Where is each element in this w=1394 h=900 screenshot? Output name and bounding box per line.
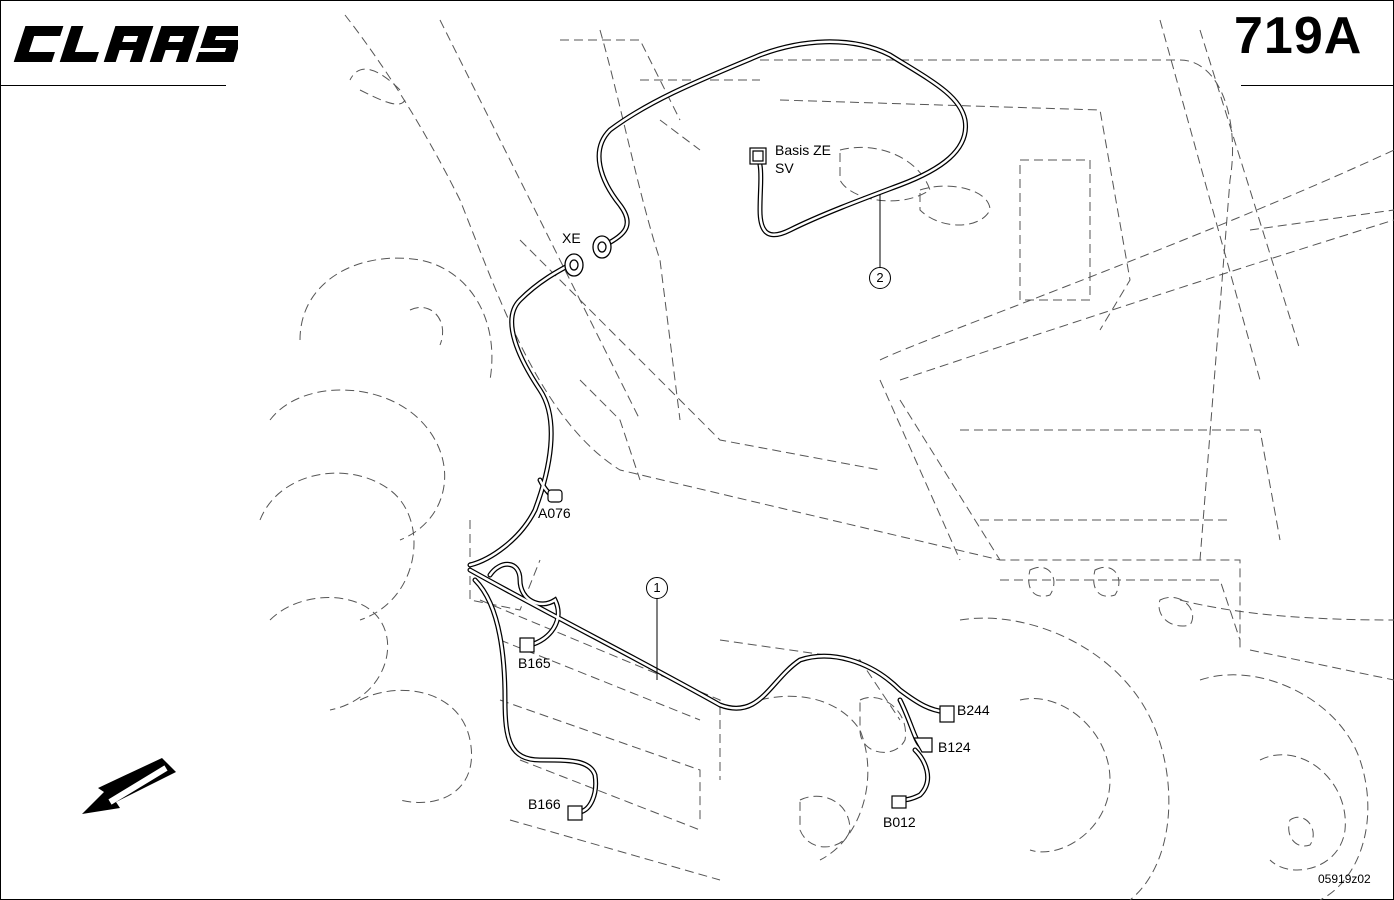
connector-b124 [912,737,933,753]
leader-lines [656,195,881,680]
claas-logo [13,26,238,62]
harness-1-core [468,260,947,814]
header-rule-left [0,85,226,86]
machine-outline [259,14,1394,900]
connector-b165 [519,637,535,653]
callout-1: 1 [646,577,668,599]
header-rule-right [1241,85,1394,86]
connector-b244 [939,705,955,723]
label-sv: SV [775,160,794,176]
arrow-down-left-icon [82,758,176,814]
harness-1 [467,259,948,815]
connector-xe [564,235,612,277]
label-b124: B124 [938,739,971,755]
label-b244: B244 [957,702,990,718]
connector-b166 [567,805,583,821]
label-a076: A076 [538,505,571,521]
label-b166: B166 [528,796,561,812]
label-xe: XE [562,230,581,246]
callout-2: 2 [869,267,891,289]
page-code: 719A [1234,7,1363,65]
connector-basis-ze [749,147,767,165]
drawing-number: 05919z02 [1318,872,1371,886]
connector-a076 [547,489,563,503]
label-b012: B012 [883,814,916,830]
connector-b012 [891,795,907,809]
harness-2-core [597,40,967,247]
label-basis-ze: Basis ZE [775,142,832,158]
label-b165: B165 [518,655,551,671]
